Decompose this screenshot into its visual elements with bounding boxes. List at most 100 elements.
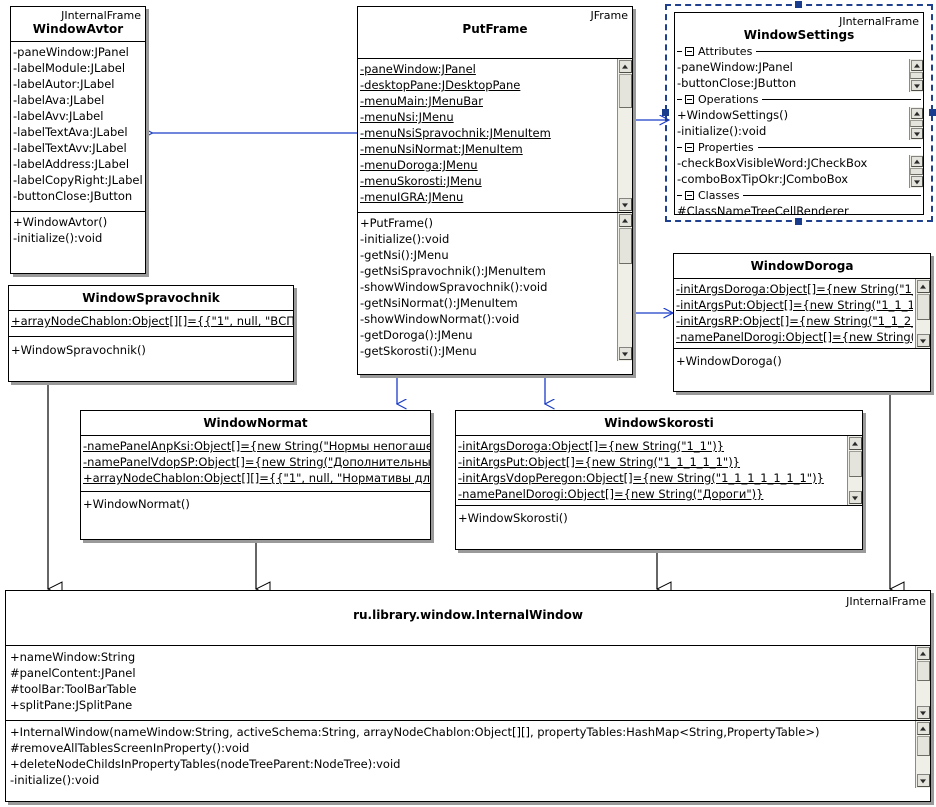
property-item: -comboBoxTipOkr:JComboBox — [677, 172, 849, 186]
scroll-down-icon[interactable] — [618, 347, 632, 360]
operation-list: +WindowSettings() -initialize():void — [675, 107, 923, 139]
scroll-down-icon[interactable] — [916, 334, 930, 347]
attribute-item: +splitPane:JSplitPane — [10, 698, 133, 712]
scroll-up-icon[interactable] — [618, 214, 632, 227]
properties-scrollbar[interactable] — [909, 155, 923, 188]
class-box-window-settings[interactable]: JInternalFrame WindowSettings Attributes… — [674, 12, 924, 215]
attribute-list: -paneWindow:JPanel -labelModule:JLabel -… — [11, 42, 145, 206]
operations-scrollbar[interactable] — [617, 213, 632, 361]
class-box-window-avtor[interactable]: JInternalFrame WindowAvtor -paneWindow:J… — [10, 6, 146, 274]
attributes-scrollbar[interactable] — [617, 59, 632, 212]
scrollbar-track[interactable] — [916, 756, 930, 773]
group-label: Attributes — [698, 45, 753, 58]
attribute-item: -menuNsiNormat:JMenuItem — [360, 142, 523, 156]
class-header: JFrame PutFrame — [358, 7, 632, 59]
class-stereotype: JInternalFrame — [846, 595, 926, 608]
scroll-down-icon[interactable] — [916, 706, 930, 719]
operation-item: -getNsiNormat():JMenuItem — [360, 296, 518, 310]
class-name: ru.library.window.InternalWindow — [353, 608, 583, 622]
scrollbar-thumb[interactable] — [916, 661, 930, 681]
scroll-down-icon[interactable] — [848, 491, 862, 504]
scroll-down-icon[interactable] — [910, 128, 923, 139]
class-name: WindowDoroga — [750, 259, 854, 273]
class-box-internal-window[interactable]: JInternalFrame ru.library.window.Interna… — [5, 590, 931, 802]
attribute-item: -labelTextAvv:JLabel — [13, 141, 127, 155]
scrollbar-track[interactable] — [916, 681, 930, 705]
nested-class-item: #ClassNameTreeCellRenderer — [677, 204, 849, 215]
class-box-window-doroga[interactable]: WindowDoroga -initArgsDoroga:Object[]={n… — [673, 253, 931, 392]
scrollbar-thumb[interactable] — [910, 72, 923, 79]
scroll-up-icon[interactable] — [618, 60, 632, 73]
class-stereotype: JFrame — [590, 9, 628, 22]
scrollbar-thumb[interactable] — [916, 736, 930, 756]
collapse-icon[interactable] — [685, 143, 694, 152]
scrollbar-thumb[interactable] — [910, 168, 923, 175]
operation-list: +WindowSpravochnik() — [9, 337, 293, 360]
attribute-item: -initArgsRP:Object[]={new String("1_1_2_ — [676, 314, 913, 328]
scrollbar-thumb[interactable] — [618, 74, 632, 108]
group-lead — [677, 51, 682, 52]
nested-class-list: #ClassNameTreeCellRenderer — [675, 203, 923, 215]
scroll-down-icon[interactable] — [910, 80, 923, 91]
operations-scrollbar[interactable] — [909, 107, 923, 140]
scroll-up-icon[interactable] — [910, 156, 923, 167]
collapse-icon[interactable] — [685, 191, 694, 200]
group-lead — [677, 147, 682, 148]
scrollbar-track[interactable] — [618, 264, 632, 346]
scroll-down-icon[interactable] — [910, 176, 923, 187]
scrollbar-track[interactable] — [848, 477, 862, 490]
attribute-item: -paneWindow:JPanel — [360, 62, 476, 76]
operation-item: -initialize():void — [10, 773, 100, 787]
operations-compartment: +WindowSettings() -initialize():void — [675, 107, 923, 140]
class-header: WindowSkorosti — [456, 411, 862, 436]
class-box-put-frame[interactable]: JFrame PutFrame -paneWindow:JPanel -desk… — [357, 6, 633, 375]
scrollbar-track[interactable] — [916, 320, 930, 333]
scroll-down-icon[interactable] — [916, 774, 930, 787]
scroll-down-icon[interactable] — [618, 198, 632, 211]
collapse-icon[interactable] — [685, 95, 694, 104]
class-box-window-normat[interactable]: WindowNormat -namePanelAnpKsi:Object[]={… — [80, 410, 431, 540]
operation-item: +WindowAvtor() — [13, 215, 108, 229]
scroll-up-icon[interactable] — [916, 722, 930, 735]
group-header-attributes[interactable]: Attributes — [675, 44, 923, 59]
group-rule — [762, 99, 921, 100]
collapse-icon[interactable] — [685, 47, 694, 56]
operation-item: -initialize():void — [677, 124, 767, 138]
attributes-scrollbar[interactable] — [915, 279, 930, 348]
operation-item: +WindowSettings() — [677, 108, 789, 122]
attributes-scrollbar[interactable] — [847, 436, 862, 505]
scrollbar-thumb[interactable] — [848, 451, 862, 477]
class-box-window-spravochnik[interactable]: WindowSpravochnik +arrayNodeChablon:Obje… — [8, 285, 294, 382]
selection-handle-top[interactable] — [795, 1, 802, 8]
operation-item: +WindowSkorosti() — [458, 511, 568, 525]
scroll-up-icon[interactable] — [848, 437, 862, 450]
group-header-operations[interactable]: Operations — [675, 92, 923, 107]
scrollbar-thumb[interactable] — [916, 294, 930, 320]
operation-item: #removeAllTablesScreenInProperty():void — [10, 741, 250, 755]
scroll-up-icon[interactable] — [916, 280, 930, 293]
class-box-window-skorosti[interactable]: WindowSkorosti -initArgsDoroga:Object[]=… — [455, 410, 863, 550]
attribute-item: -menuDoroga:JMenu — [360, 158, 478, 172]
selection-handle-bottom[interactable] — [795, 218, 802, 225]
attribute-list: -initArgsDoroga:Object[]={new String("1_… — [674, 279, 930, 347]
group-header-classes[interactable]: Classes — [675, 188, 923, 203]
operation-list: +InternalWindow(nameWindow:String, activ… — [6, 721, 930, 788]
attributes-scrollbar[interactable] — [915, 646, 930, 720]
attribute-item: -buttonClose:JButton — [677, 76, 797, 90]
selection-handle-left[interactable] — [662, 109, 669, 116]
attributes-scrollbar[interactable] — [909, 59, 923, 92]
scrollbar-thumb[interactable] — [618, 228, 632, 264]
group-header-properties[interactable]: Properties — [675, 140, 923, 155]
selection-handle-right[interactable] — [929, 109, 936, 116]
scroll-up-icon[interactable] — [910, 60, 923, 71]
attribute-item: +arrayNodeChablon:Object[][]={{"1", null… — [83, 471, 430, 485]
operations-scrollbar[interactable] — [915, 721, 930, 788]
scroll-up-icon[interactable] — [916, 647, 930, 660]
attribute-item: -desktopPane:JDesktopPane — [360, 78, 521, 92]
scroll-up-icon[interactable] — [910, 108, 923, 119]
scrollbar-thumb[interactable] — [910, 120, 923, 127]
group-label: Operations — [698, 93, 759, 106]
attribute-list: -paneWindow:JPanel -desktopPane:JDesktop… — [358, 59, 632, 207]
classes-compartment: #ClassNameTreeCellRenderer — [675, 203, 923, 215]
scrollbar-track[interactable] — [618, 108, 632, 197]
